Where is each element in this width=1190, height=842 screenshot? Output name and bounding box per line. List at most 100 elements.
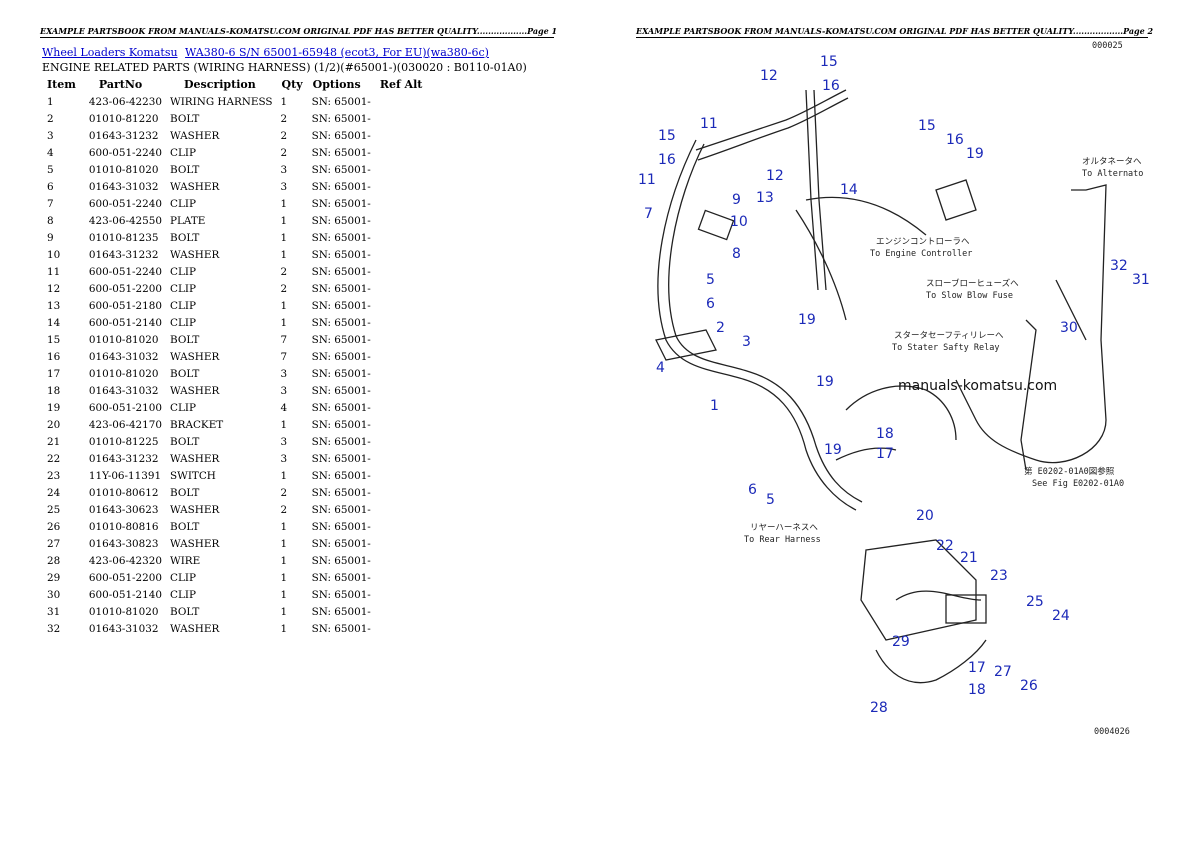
cell-item: 5 [47, 163, 54, 176]
cell-description: WIRING HARNESS [170, 95, 273, 108]
cell-description: BOLT [170, 486, 200, 499]
note-alternator-jp: オルタネータへ [1082, 157, 1142, 167]
cell-refalt [375, 263, 428, 280]
cell-qty: 1 [280, 622, 288, 635]
cell-qty: 1 [280, 605, 288, 618]
cell-partno: 01010-81020 [88, 333, 159, 346]
cell-description: BOLT [170, 520, 200, 533]
cell-description: WIRE [170, 554, 201, 567]
cell-refalt [375, 365, 428, 382]
callout-25: 25 [1026, 594, 1044, 610]
callout-28: 28 [870, 700, 888, 716]
cell-item: 16 [47, 350, 61, 363]
callout-16: 16 [946, 132, 964, 148]
cell-item: 9 [47, 231, 54, 244]
cell-qty: 2 [280, 503, 288, 516]
cell-qty: 3 [280, 384, 288, 397]
cell-options: SN: 65001- [311, 469, 371, 482]
cell-options: SN: 65001- [311, 401, 371, 414]
cell-options: SN: 65001- [311, 554, 371, 567]
breadcrumb-link-category[interactable]: Wheel Loaders Komatsu [42, 46, 178, 59]
cell-description: CLIP [170, 571, 196, 584]
cell-qty: 4 [280, 401, 288, 414]
cell-description: CLIP [170, 299, 196, 312]
cell-description: CLIP [170, 146, 196, 159]
cell-partno: 01643-30623 [88, 503, 159, 516]
cell-refalt [375, 467, 428, 484]
cell-item: 21 [47, 435, 61, 448]
cell-partno: 600-051-2240 [88, 265, 163, 278]
callout-15: 15 [658, 128, 676, 144]
breadcrumb-link-model[interactable]: WA380-6 S/N 65001-65948 (ecot3, For EU)(… [185, 46, 489, 59]
cell-item: 30 [47, 588, 61, 601]
col-header-qty: Qty [281, 77, 303, 91]
cell-partno: 600-051-2100 [88, 401, 163, 414]
cell-qty: 1 [280, 299, 288, 312]
cell-partno: 01643-31032 [88, 180, 159, 193]
cell-item: 2 [47, 112, 54, 125]
cell-refalt [375, 229, 428, 246]
cell-description: WASHER [170, 384, 220, 397]
cell-description: WASHER [170, 350, 220, 363]
cell-refalt [375, 161, 428, 178]
callout-8: 8 [732, 246, 741, 262]
cell-partno: 01010-81225 [88, 435, 159, 448]
cell-item: 15 [47, 333, 61, 346]
callout-17: 17 [876, 446, 894, 462]
cell-options: SN: 65001- [311, 197, 371, 210]
callout-11: 11 [700, 116, 718, 132]
cell-item: 1 [47, 95, 54, 108]
cell-partno: 600-051-2200 [88, 282, 163, 295]
cell-refalt [375, 603, 428, 620]
callout-19: 19 [824, 442, 842, 458]
drawing-number: 0004026 [1094, 727, 1130, 737]
callout-5: 5 [706, 272, 715, 288]
cell-qty: 1 [280, 95, 288, 108]
callout-15: 15 [820, 54, 838, 70]
cell-partno: 600-051-2140 [88, 588, 163, 601]
cell-qty: 1 [280, 248, 288, 261]
cell-refalt [375, 501, 428, 518]
callout-6: 6 [748, 482, 757, 498]
cell-item: 4 [47, 146, 54, 159]
cell-qty: 3 [280, 180, 288, 193]
cell-refalt [375, 280, 428, 297]
cell-description: CLIP [170, 265, 196, 278]
cell-options: SN: 65001- [311, 537, 371, 550]
cell-refalt [375, 450, 428, 467]
cell-options: SN: 65001- [311, 282, 371, 295]
cell-refalt [375, 620, 428, 637]
cell-qty: 1 [280, 231, 288, 244]
cell-options: SN: 65001- [311, 231, 371, 244]
note-alternator-en: To Alternato [1082, 169, 1143, 179]
cell-options: SN: 65001- [311, 384, 371, 397]
cell-partno: 01643-31232 [88, 248, 159, 261]
cell-qty: 1 [280, 520, 288, 533]
cell-partno: 01643-31232 [88, 452, 159, 465]
cell-description: BOLT [170, 163, 200, 176]
watermark: manuals-komatsu.com [898, 378, 1057, 394]
note-engine-ctrl-jp: エンジンコントローラへ [876, 237, 970, 247]
cell-partno: 600-051-2140 [88, 316, 163, 329]
callout-2: 2 [716, 320, 725, 336]
callout-24: 24 [1052, 608, 1070, 624]
cell-refalt [375, 484, 428, 501]
cell-qty: 3 [280, 163, 288, 176]
cell-options: SN: 65001- [311, 299, 371, 312]
cell-options: SN: 65001- [311, 571, 371, 584]
cell-description: CLIP [170, 197, 196, 210]
callout-6: 6 [706, 296, 715, 312]
cell-refalt [375, 433, 428, 450]
cell-item: 23 [47, 469, 61, 482]
